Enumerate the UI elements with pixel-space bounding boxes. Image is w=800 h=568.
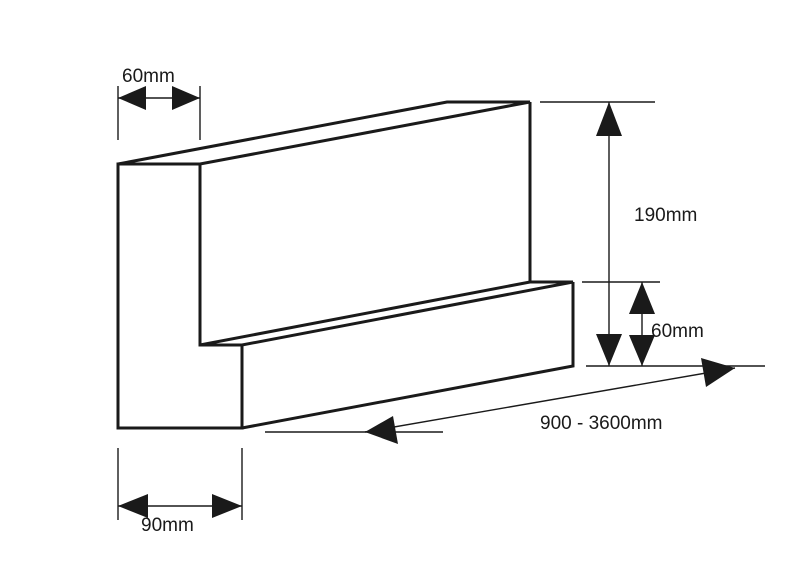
- block-outline: [116, 100, 575, 430]
- top-width-dimension: 60mm: [117, 66, 201, 140]
- dimension-line: [364, 367, 736, 433]
- arrowhead: [172, 86, 200, 110]
- height-label: 190mm: [634, 205, 697, 226]
- base-width-dimension: 90mm: [117, 448, 243, 536]
- arrowhead: [629, 282, 655, 314]
- lower-front-edge: [241, 282, 575, 430]
- arrowhead: [596, 102, 622, 136]
- front-face: [116, 162, 244, 430]
- length-dimension: 900 - 3600mm: [265, 358, 736, 444]
- arrowhead: [596, 334, 622, 366]
- arrowhead: [212, 494, 242, 518]
- arrowhead: [118, 86, 146, 110]
- length-label: 900 - 3600mm: [540, 413, 663, 434]
- arrowhead: [701, 358, 735, 387]
- height-dimension: 190mm: [540, 101, 697, 366]
- top-face: [117, 100, 531, 166]
- step-height-label: 60mm: [651, 321, 704, 342]
- ledge-face: [199, 280, 574, 347]
- arrowhead: [118, 494, 148, 518]
- arrowhead: [629, 335, 655, 366]
- arrowhead: [365, 416, 398, 444]
- step-height-dimension: 60mm: [629, 282, 704, 366]
- top-width-label: 60mm: [122, 66, 175, 87]
- base-width-label: 90mm: [141, 515, 194, 536]
